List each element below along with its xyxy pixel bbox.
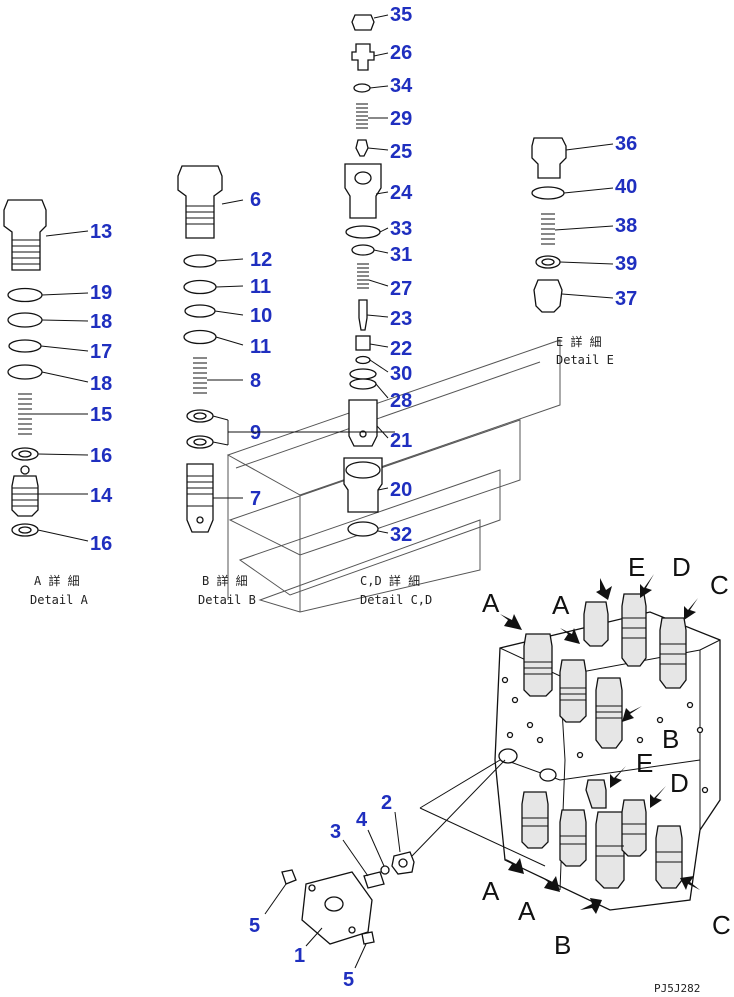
callout-4: 4 xyxy=(356,809,368,831)
view-letter-e-top: E xyxy=(628,552,645,582)
callout-32: 32 xyxy=(390,524,412,546)
view-letter-a-bottom-1: A xyxy=(482,876,500,906)
callout-15: 15 xyxy=(90,404,112,426)
callout-10: 10 xyxy=(250,305,272,327)
callout-40: 40 xyxy=(615,176,637,198)
callout-38: 38 xyxy=(615,215,637,237)
caption-cd-en: Detail C,D xyxy=(360,593,432,607)
callout-35: 35 xyxy=(390,4,412,26)
detail-cd-parts xyxy=(343,14,389,537)
view-letter-b-bottom: B xyxy=(554,930,571,960)
callout-29: 29 xyxy=(390,108,412,130)
callout-39: 39 xyxy=(615,253,637,275)
callout-14: 14 xyxy=(90,485,113,507)
callout-27: 27 xyxy=(390,278,412,300)
callout-11-lower: 11 xyxy=(250,336,271,358)
view-letter-e-mid: E xyxy=(636,748,653,778)
view-arrows xyxy=(500,574,700,914)
callout-2: 2 xyxy=(381,792,392,814)
caption-a-jp: A 詳 細 xyxy=(34,573,80,588)
callout-13: 13 xyxy=(90,221,112,243)
callout-31: 31 xyxy=(390,244,412,266)
callout-34: 34 xyxy=(390,75,413,97)
cover-callouts: 2 4 3 5 1 5 xyxy=(249,792,392,991)
detail-a-parts xyxy=(3,199,89,542)
callout-16-lower: 16 xyxy=(90,533,112,555)
view-letter-a-bottom-2: A xyxy=(518,896,536,926)
callout-26: 26 xyxy=(390,42,412,64)
caption-e-jp: E 詳 細 xyxy=(556,334,602,349)
detail-a-callouts: 13 19 18 17 18 15 16 14 16 A 詳 細 Detail … xyxy=(30,221,113,607)
callout-18-upper: 18 xyxy=(90,311,112,333)
caption-b-en: Detail B xyxy=(198,593,256,607)
drawing-code: PJ5J282 xyxy=(654,982,700,995)
callout-28: 28 xyxy=(390,390,412,412)
callout-36: 36 xyxy=(615,133,637,155)
caption-b-jp: B 詳 細 xyxy=(202,573,248,588)
callout-11-upper: 11 xyxy=(250,276,271,298)
view-letter-d-top: D xyxy=(672,552,691,582)
callout-19: 19 xyxy=(90,282,112,304)
callout-37: 37 xyxy=(615,288,637,310)
control-valve-body xyxy=(494,593,721,911)
callout-30: 30 xyxy=(390,363,412,385)
callout-18-lower: 18 xyxy=(90,373,112,395)
callout-1: 1 xyxy=(294,945,305,967)
view-letter-a-top-1: A xyxy=(482,588,500,618)
detail-b-callouts: 6 12 11 10 11 8 9 7 B 詳 細 Detail B xyxy=(198,189,272,607)
callout-21: 21 xyxy=(390,430,412,452)
callout-20: 20 xyxy=(390,479,412,501)
cover-assembly xyxy=(264,759,546,969)
view-letter-b-mid: B xyxy=(662,724,679,754)
callout-22: 22 xyxy=(390,338,412,360)
caption-cd-jp: C,D 詳 細 xyxy=(360,573,420,588)
caption-e-en: Detail E xyxy=(556,353,614,367)
detail-cd-callouts: 35 26 34 29 25 24 33 31 27 23 22 30 28 2… xyxy=(360,4,432,607)
callout-33: 33 xyxy=(390,218,412,240)
callout-12: 12 xyxy=(250,249,272,271)
view-letter-c-top: C xyxy=(710,570,729,600)
detail-e-parts xyxy=(531,137,614,313)
detail-b-parts xyxy=(177,165,244,533)
view-letter-c-bottom: C xyxy=(712,910,731,940)
callout-16-upper: 16 xyxy=(90,445,112,467)
callout-24: 24 xyxy=(390,182,413,204)
caption-a-en: Detail A xyxy=(30,593,89,607)
callout-23: 23 xyxy=(390,308,412,330)
callout-9: 9 xyxy=(250,422,261,444)
detail-e-callouts: 36 40 38 39 37 E 詳 細 Detail E xyxy=(556,133,637,367)
view-letters: E D C A A B E D A A B C xyxy=(482,552,731,960)
callout-3: 3 xyxy=(330,821,341,843)
view-letter-d-mid: D xyxy=(670,768,689,798)
callout-5-bottom: 5 xyxy=(343,969,354,991)
view-letter-a-top-2: A xyxy=(552,590,570,620)
callout-7: 7 xyxy=(250,488,261,510)
callout-8: 8 xyxy=(250,370,261,392)
callout-25: 25 xyxy=(390,141,412,163)
callout-17: 17 xyxy=(90,341,112,363)
watermark-logo xyxy=(226,339,561,613)
callout-5-left: 5 xyxy=(249,915,260,937)
callout-6: 6 xyxy=(250,189,261,211)
